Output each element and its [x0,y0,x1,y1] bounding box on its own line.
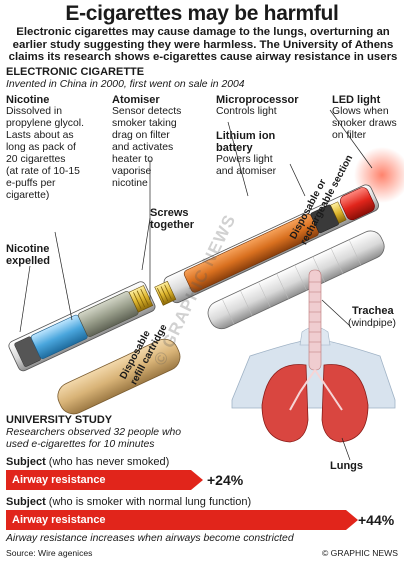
subject2-bar-row: Airway resistance +44% [6,510,404,530]
subject2-bar: Airway resistance [6,510,346,530]
trachea-label: Trachea [352,305,394,317]
microprocessor-label: Microprocessor Controls light [216,94,299,117]
trachea-shape [308,269,322,371]
lungs-label: Lungs [330,460,363,472]
ecig-heading: ELECTRONIC CIGARETTE [6,66,145,78]
subject2-title: Subject (who is smoker with normal lung … [6,496,252,508]
study-conclusion: Airway resistance increases when airways… [6,533,294,544]
leader-lines [19,109,373,461]
subject1-arrow-icon [191,470,203,490]
refill-cartridge-shape [57,338,181,415]
screw-thread-shape [154,280,177,306]
subject2-value: +44% [358,512,395,528]
credit-note: © GRAPHIC NEWS [321,548,398,558]
disposable-section-shape [207,230,385,330]
lungs-illustration [231,269,396,443]
ecig-main-tube [154,184,379,306]
study-heading: UNIVERSITY STUDY [6,414,113,426]
subject1-bar-row: Airway resistance +24% [6,470,404,490]
ecig-atomiser-tube [8,281,156,372]
subject2-arrow-icon [346,510,358,530]
ecig-subheading: Invented in China in 2000, first went on… [6,79,245,90]
right-lung-shape [321,364,369,443]
led-shape [340,187,375,221]
left-lung-shape [261,364,309,443]
source-note: Source: Wire agenices [6,548,93,558]
subject1-value: +24% [207,472,244,488]
windpipe-label: (windpipe) [348,318,396,329]
page-title: E-cigarettes may be harmful [65,2,339,25]
subject1-title: Subject (who has never smoked) [6,456,170,468]
intro-text: Electronic cigarettes may cause damage t… [8,26,398,64]
subject1-bar: Airway resistance [6,470,191,490]
